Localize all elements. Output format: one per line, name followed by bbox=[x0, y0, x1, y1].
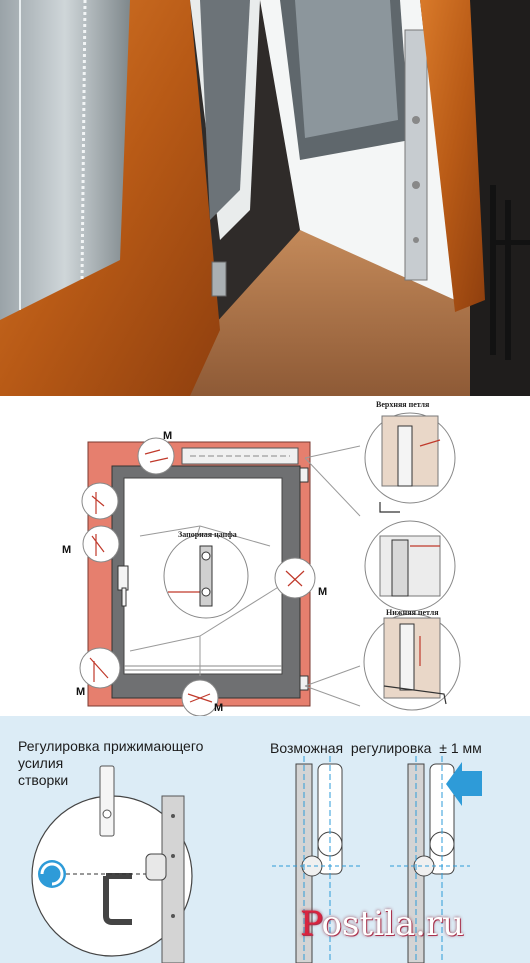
hardware-diagram: Верхняя петля Запорная цапфа Нижняя петл… bbox=[0, 396, 530, 716]
label-top-hinge: Верхняя петля bbox=[376, 400, 430, 409]
possible-adjustment-title: Возможная регулировка ± 1 мм bbox=[270, 740, 482, 756]
watermark: Postila.ru bbox=[300, 904, 464, 944]
m-mark-right: M bbox=[318, 586, 328, 598]
pressure-title-line2: усилия bbox=[18, 755, 64, 771]
label-bottom-hinge: Нижняя петля bbox=[386, 608, 439, 617]
adjustment-illustration bbox=[31, 756, 482, 963]
m-mark-bottom-left: M bbox=[76, 686, 86, 698]
label-locking-pin: Запорная цапфа bbox=[178, 530, 237, 539]
watermark-glyph: P bbox=[300, 904, 322, 944]
window-photo bbox=[0, 0, 530, 396]
adjustment-panel: Регулировка прижимающего усилия створки … bbox=[0, 716, 530, 963]
watermark-text: ostila.ru bbox=[321, 904, 465, 944]
pressure-title-line3: створки bbox=[18, 772, 69, 788]
window-photo-illustration bbox=[0, 0, 530, 396]
m-mark-left: M bbox=[62, 544, 72, 556]
m-mark-bottom: M bbox=[214, 702, 224, 714]
pressure-title-line1: Регулировка прижимающего bbox=[18, 738, 204, 754]
m-mark-top: M bbox=[163, 430, 173, 442]
window-hardware-scheme bbox=[79, 412, 461, 716]
